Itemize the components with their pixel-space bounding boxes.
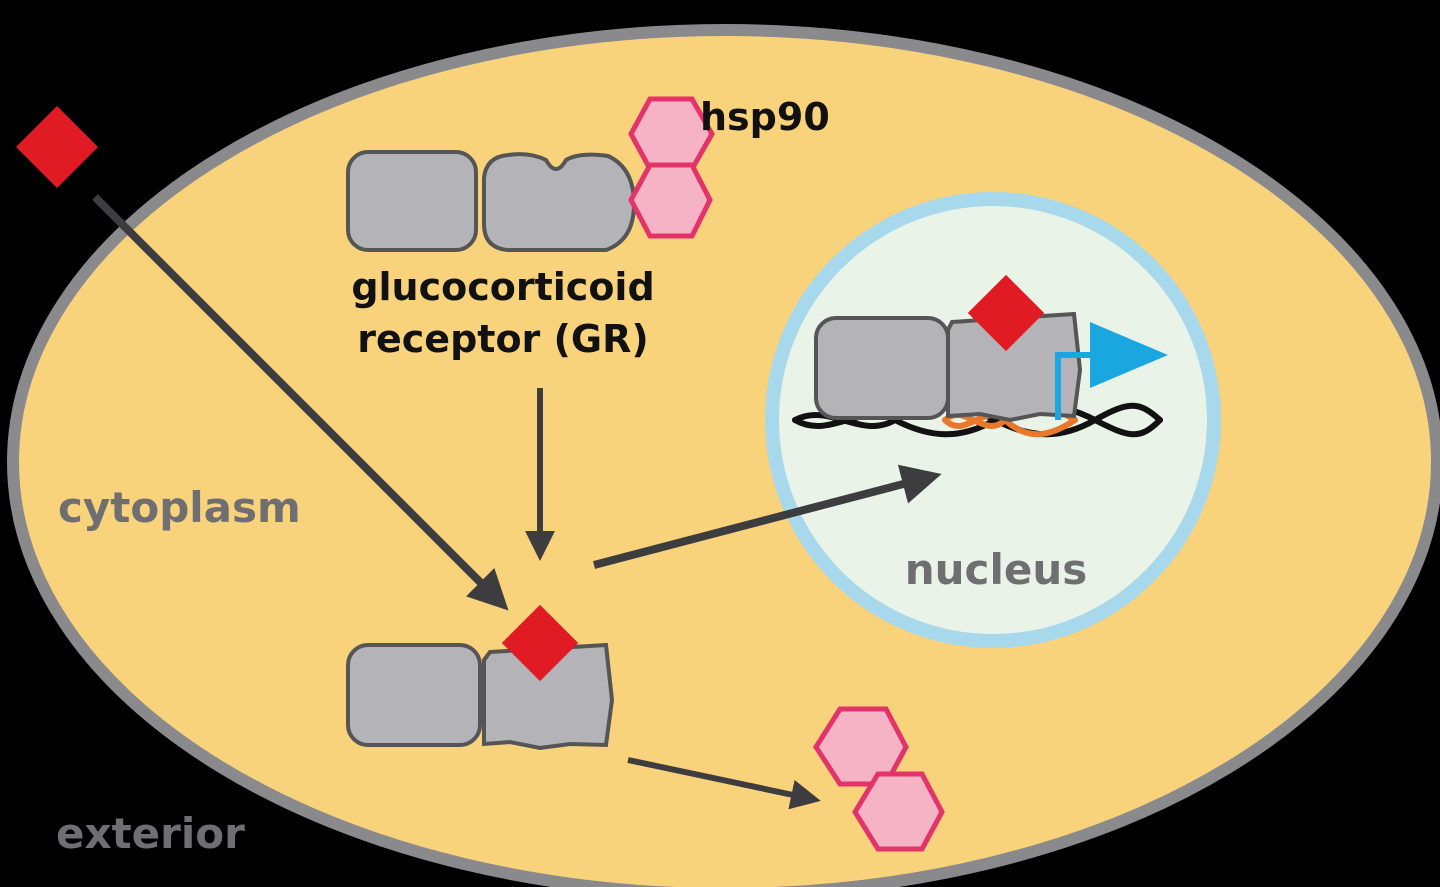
gr-nuclear-domain-right (946, 311, 1083, 423)
hsp90-label: hsp90 (700, 95, 830, 139)
arrow-hsp90-release (627, 757, 821, 810)
transcription-arrowhead (1090, 322, 1168, 388)
hsp90-released-1 (813, 706, 909, 787)
exterior-label: exterior (56, 809, 245, 858)
glucocorticoid-receptor-nuclear (814, 311, 1083, 423)
transcription-start-arrow (1055, 352, 1100, 420)
gr-bound-domain-right (482, 642, 615, 751)
arrow-ligand-entry (92, 194, 509, 611)
receptor-label-line1: glucocorticoid (351, 265, 654, 309)
gr-domain-left (346, 150, 478, 252)
cell-membrane (7, 24, 1440, 887)
cytoplasm-label: cytoplasm (58, 483, 301, 532)
gr-bound-domain-left (346, 643, 482, 747)
glucocorticoid-receptor-bound (346, 642, 615, 751)
hsp90-released-2 (852, 771, 945, 852)
gr-domain-right (482, 152, 637, 252)
arrow-to-nucleus (592, 464, 942, 569)
receptor-label-line2: receptor (GR) (357, 317, 648, 361)
glucocorticoid-receptor-inactive (346, 150, 637, 252)
ligand-bound-cytoplasm (501, 604, 579, 682)
gr-nuclear-domain-left (814, 316, 950, 420)
nucleus-label: nucleus (905, 545, 1087, 594)
hsp90-hexagon-2 (628, 162, 713, 239)
